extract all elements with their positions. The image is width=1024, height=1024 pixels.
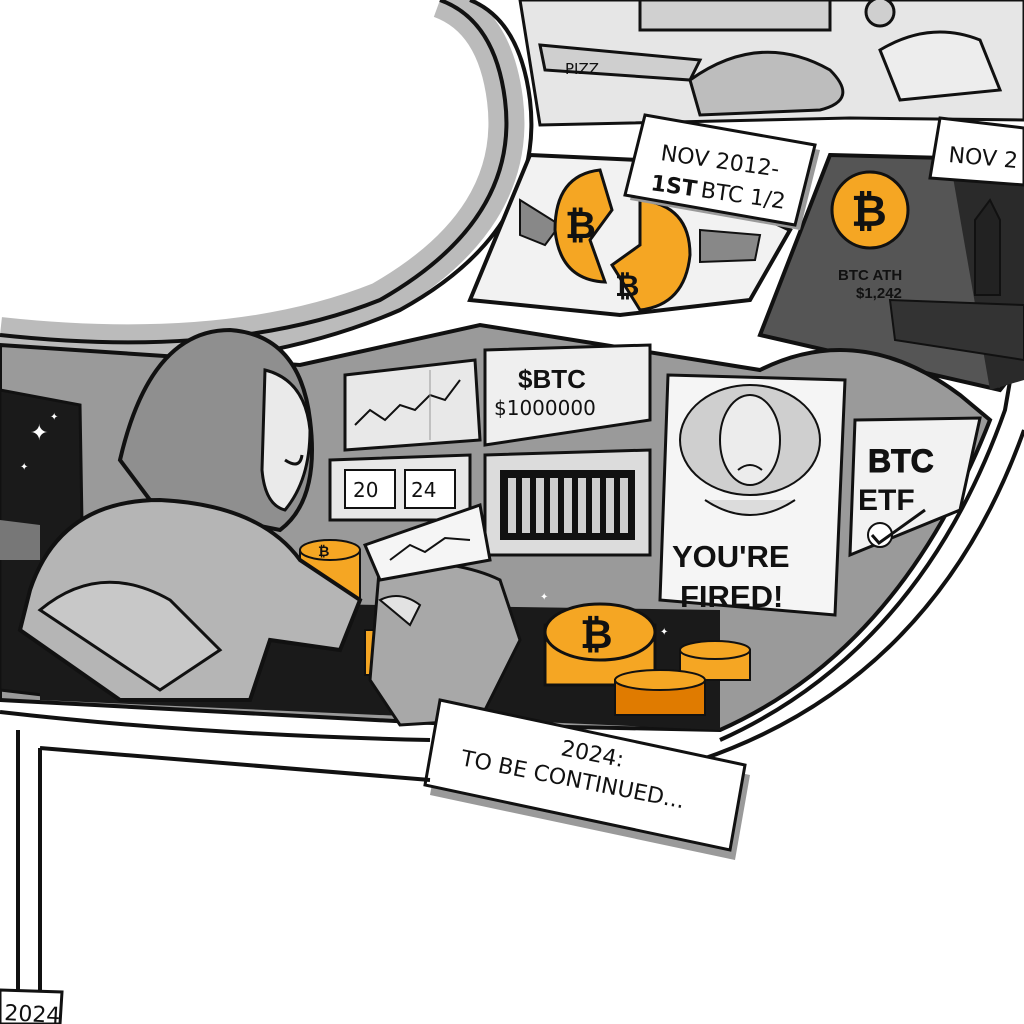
caption-to-be-continued: 2024: TO BE CONTINUED... <box>423 698 750 860</box>
btc-price-monitor: $BTC $1000000 <box>483 343 652 447</box>
fired-monitor: YOU'RE FIRED! <box>658 373 847 617</box>
ath-coin-label-2: $1,242 <box>856 285 902 302</box>
fired-line-1: YOU'RE <box>672 539 790 574</box>
svg-text:₿: ₿ <box>580 613 613 657</box>
caption-nov-2013-text: NOV 2 <box>947 143 1018 174</box>
year-digits-right: 24 <box>411 478 436 502</box>
caption-nov-2013: NOV 2 <box>928 116 1024 187</box>
etf-label-etf: ETF <box>858 484 915 517</box>
pizza-panel: PIZZ <box>518 0 1024 127</box>
svg-text:₿: ₿ <box>615 270 639 303</box>
pizza-box-label: PIZZ <box>565 60 599 78</box>
broken-coin-right: ₿ <box>609 198 692 312</box>
ath-coin-label-1: BTC ATH <box>838 267 902 284</box>
caption-nov-2012: NOV 2012- 1ST BTC 1/2 <box>623 113 820 230</box>
coin-stack-right <box>614 640 751 716</box>
corner-caption: 2024 <box>0 988 64 1024</box>
chart-monitor <box>343 358 482 452</box>
year-monitor: 20 24 <box>328 453 472 522</box>
bars-monitor <box>483 448 652 557</box>
svg-text:✦: ✦ <box>20 462 28 473</box>
svg-text:₿: ₿ <box>851 187 887 236</box>
hacker-panel: ✦ ✦ ✦ ✦ ✦ ✦ $BTC $1000000 2 <box>0 322 993 733</box>
fired-line-2: FIRED! <box>680 579 783 614</box>
svg-text:✦: ✦ <box>30 420 48 445</box>
btc-price-label: $BTC <box>518 364 586 394</box>
etf-monitor: BTC ETF <box>848 416 982 558</box>
hooded-hacker <box>17 327 522 727</box>
svg-text:₿: ₿ <box>318 543 329 559</box>
year-digits-left: 20 <box>353 478 378 502</box>
bottom-empty-panel <box>16 730 431 1024</box>
corner-year-label: 2024 <box>4 1001 61 1024</box>
coin-stacks: ₿ ₿ <box>299 539 751 716</box>
svg-text:✦: ✦ <box>540 592 548 603</box>
broken-coin-left: ₿ <box>553 168 614 284</box>
btc-price-value: $1000000 <box>494 396 596 420</box>
svg-text:✦: ✦ <box>660 627 668 638</box>
etf-label-btc: BTC <box>868 443 934 479</box>
svg-text:✦: ✦ <box>50 412 58 423</box>
held-paper <box>362 503 492 582</box>
svg-text:₿: ₿ <box>565 205 596 247</box>
ath-panel: ₿ BTC ATH $1,242 <box>757 152 1024 393</box>
